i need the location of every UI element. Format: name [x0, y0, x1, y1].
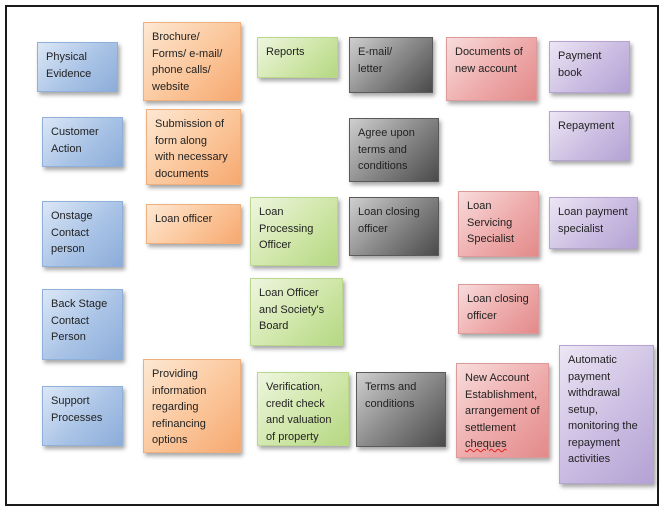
onstage-loan-closing-officer: Loan closing officer — [349, 197, 439, 256]
row-label-physical-evidence: Physical Evidence — [37, 42, 118, 92]
onstage-loan-servicing-specialist: Loan Servicing Specialist — [458, 191, 539, 257]
customer-action-agree-terms: Agree upon terms and conditions — [349, 118, 439, 182]
onstage-loan-payment-specialist: Loan payment specialist — [549, 197, 638, 249]
row-label-backstage-contact: Back Stage Contact Person — [42, 289, 123, 360]
physical-evidence-brochure: Brochure/ Forms/ e-mail/ phone calls/ we… — [143, 22, 241, 101]
backstage-loan-closing-officer: Loan closing officer — [458, 284, 539, 334]
support-automatic-payment: Automatic payment withdrawal setup, moni… — [559, 345, 654, 484]
physical-evidence-reports: Reports — [257, 37, 338, 78]
row-label-customer-action: Customer Action — [42, 117, 123, 167]
physical-evidence-new-account-docs: Documents of new account — [446, 37, 537, 101]
row-label-onstage-contact: Onstage Contact person — [42, 201, 123, 267]
support-verification: Verification, credit check and valuation… — [257, 372, 349, 446]
customer-action-submission: Submission of form along with necessary … — [146, 109, 241, 185]
new-account-text: New Account Establishment, arrangement o… — [465, 372, 540, 434]
support-terms-conditions: Terms and conditions — [356, 372, 446, 447]
support-refinancing-info: Providing information regarding refinanc… — [143, 359, 241, 453]
onstage-loan-officer: Loan officer — [146, 204, 241, 244]
physical-evidence-email-letter: E-mail/ letter — [349, 37, 433, 93]
cheques-text: cheques — [465, 438, 507, 450]
onstage-loan-processing-officer: Loan Processing Officer — [250, 197, 338, 266]
backstage-loan-officer-board: Loan Officer and Society's Board — [250, 278, 343, 346]
customer-action-repayment: Repayment — [549, 111, 630, 161]
row-label-support-processes: Support Processes — [42, 386, 123, 446]
physical-evidence-payment-book: Payment book — [549, 41, 630, 93]
support-new-account-establishment: New Account Establishment, arrangement o… — [456, 363, 549, 458]
